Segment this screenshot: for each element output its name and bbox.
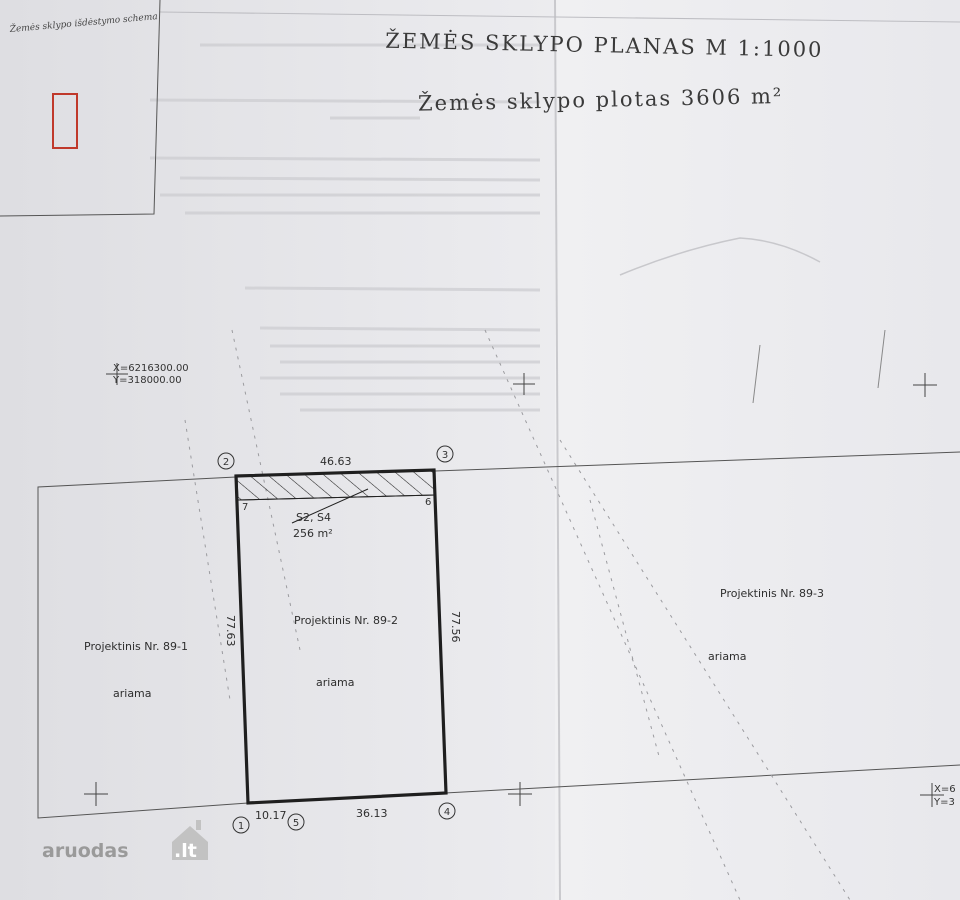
watermark-brand: aruodas	[42, 840, 129, 862]
plot-89-2-boundary	[234, 468, 448, 805]
house-icon	[172, 820, 208, 860]
servitude-inner-line	[237, 494, 436, 501]
neighbor-left-use: ariama	[113, 687, 152, 700]
coordinate-x-label: X=6216300.00	[113, 363, 189, 374]
neighbor-boundaries	[37, 451, 960, 819]
svg-text:2: 2	[223, 457, 229, 468]
boundary-point-1: 1	[232, 816, 250, 834]
grid-crosses	[84, 363, 944, 807]
faint-tick-marks	[752, 329, 886, 404]
boundary-point-6: 6	[425, 497, 431, 508]
coordinate-y-label-right: Y=3	[933, 797, 955, 808]
aruodas-watermark: aruodas .lt	[42, 820, 208, 862]
dimension-bottom-right: 36.13	[356, 807, 388, 820]
boundary-point-4: 4	[438, 802, 456, 820]
svg-text:1: 1	[238, 821, 244, 832]
neighbor-right-use: ariama	[708, 650, 747, 663]
dimension-left: 77.63	[224, 615, 237, 647]
neighbor-left-name: Projektinis Nr. 89-1	[84, 640, 188, 653]
dimension-top: 46.63	[320, 455, 352, 468]
boundary-point-2: 2	[217, 452, 235, 470]
servitude-code-label: S2, S4	[296, 511, 331, 524]
dimension-right: 77.56	[449, 611, 462, 643]
watermark-tld: .lt	[174, 840, 197, 862]
svg-text:4: 4	[444, 807, 450, 818]
faint-show-through-text	[149, 43, 541, 412]
servitude-leader-line	[291, 488, 369, 524]
svg-text:5: 5	[293, 818, 299, 829]
boundary-point-3: 3	[436, 445, 454, 463]
neighbor-right-name: Projektinis Nr. 89-3	[720, 587, 824, 600]
boundary-point-7: 7	[242, 502, 248, 513]
coordinate-y-label: Y=318000.00	[112, 375, 182, 386]
dimension-bottom-left: 10.17	[255, 809, 287, 822]
boundary-point-5: 5	[287, 813, 305, 831]
plot-use-label: ariama	[316, 676, 355, 689]
plot-name-label: Projektinis Nr. 89-2	[294, 614, 398, 627]
coordinate-x-label-right: X=6	[934, 784, 956, 795]
plot-location-marker	[52, 93, 78, 149]
servitude-area-label: 256 m²	[293, 527, 333, 540]
svg-text:3: 3	[442, 450, 448, 461]
